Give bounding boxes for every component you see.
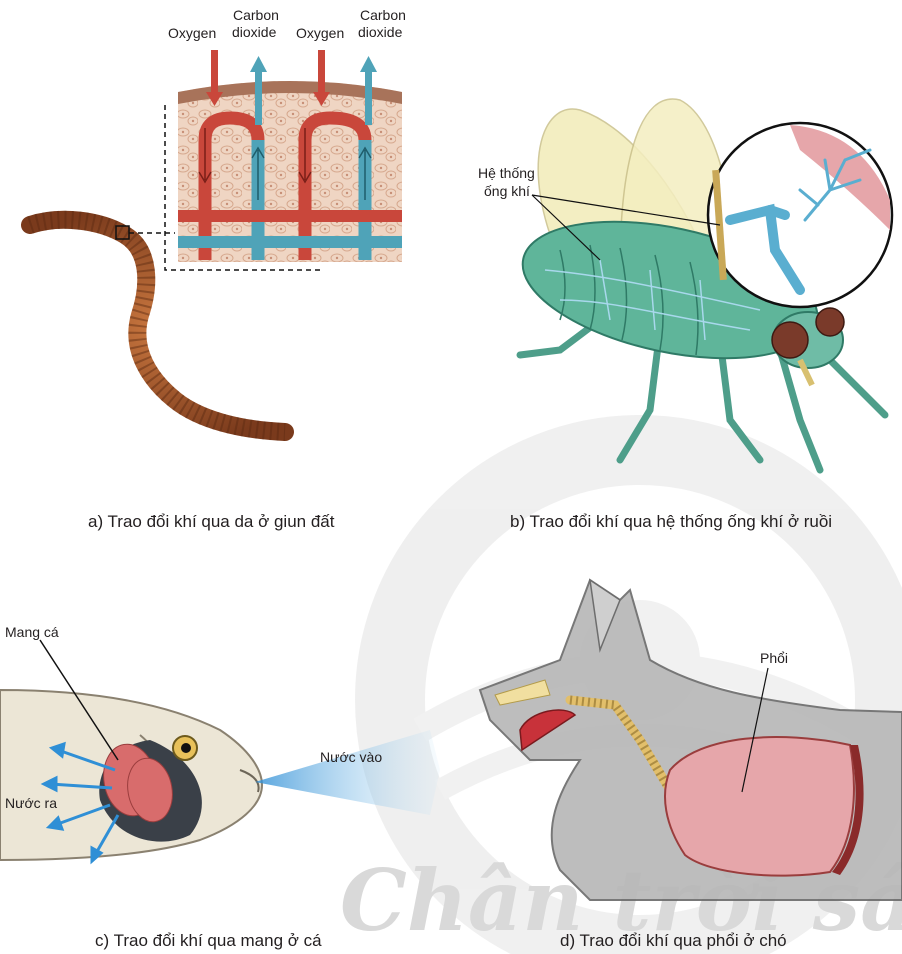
dog-lung	[665, 737, 854, 876]
label-carbon-1: Carbon	[233, 7, 279, 23]
label-water-out: Nước ra	[5, 795, 57, 811]
caption-a: a) Trao đổi khí qua da ở giun đất	[88, 512, 335, 531]
label-gill: Mang cá	[5, 624, 59, 640]
caption-b: b) Trao đổi khí qua hệ thống ống khí ở r…	[510, 512, 832, 531]
label-dioxide-1: dioxide	[232, 24, 277, 40]
magnified-trachea-view	[708, 123, 892, 307]
label-carbon-2: Carbon	[360, 7, 406, 23]
label-lung: Phổi	[760, 650, 788, 666]
label-oxygen-1: Oxygen	[168, 25, 216, 41]
label-oxygen-2: Oxygen	[296, 25, 344, 41]
label-dioxide-2: dioxide	[358, 24, 403, 40]
label-tracheal-system-1: Hệ thống	[478, 165, 535, 181]
fly-eye	[772, 322, 808, 358]
water-in-stream	[255, 730, 440, 815]
caption-d: d) Trao đổi khí qua phổi ở chó	[560, 931, 787, 950]
label-tracheal-system-2: ống khí	[484, 183, 530, 199]
caption-c: c) Trao đổi khí qua mang ở cá	[95, 931, 322, 950]
label-water-in: Nước vào	[320, 749, 382, 765]
panel-a-earthworm: Oxygen Carbon dioxide Oxygen Carbon diox…	[30, 7, 406, 531]
